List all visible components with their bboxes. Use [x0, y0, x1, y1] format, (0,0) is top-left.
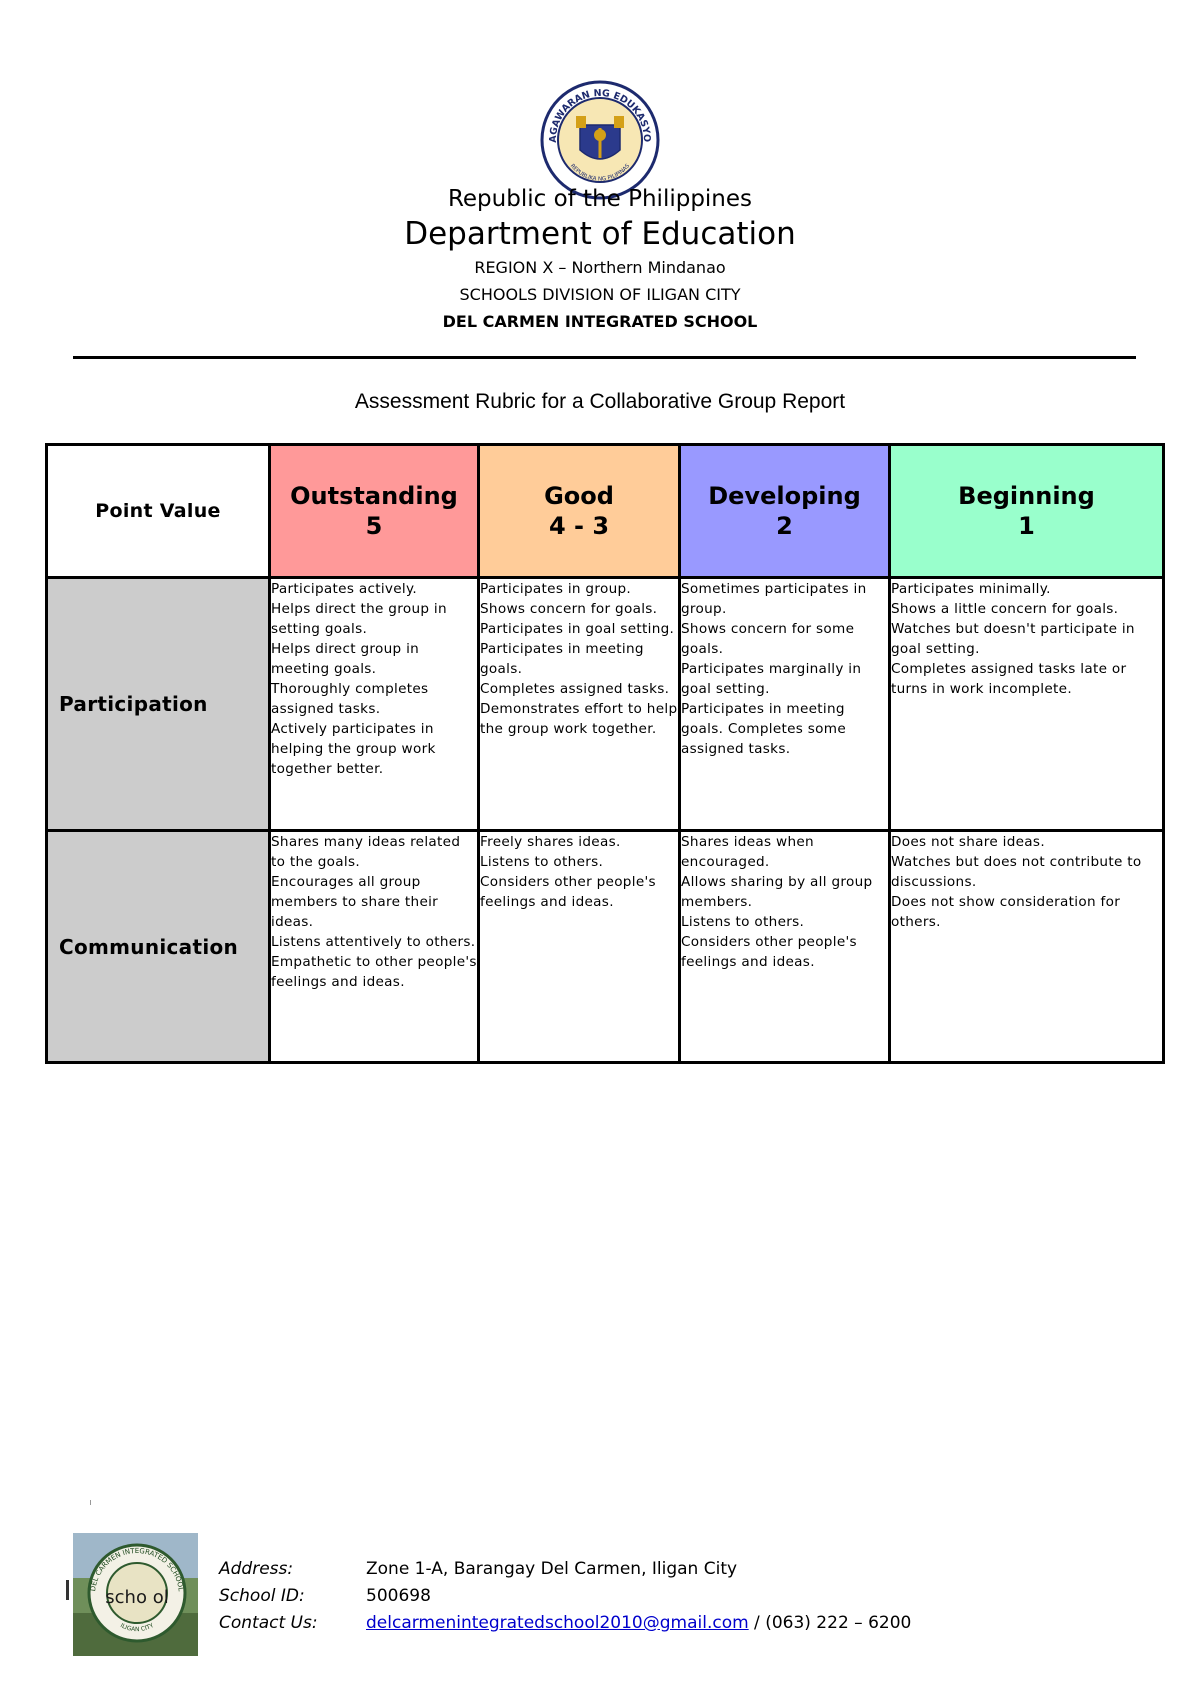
- descriptor-cell: Shares ideas when encouraged. Allows sha…: [678, 829, 891, 1064]
- level-name: Good: [544, 482, 614, 510]
- footer-mark: [66, 1580, 69, 1600]
- descriptor-line: Watches but doesn't participate in goal …: [891, 621, 1135, 657]
- level-developing-header: Developing 2: [678, 443, 891, 579]
- descriptor-line: Completes assigned tasks late or turns i…: [891, 661, 1127, 697]
- descriptor-line: Sometimes participates in group.: [681, 581, 867, 617]
- header-divider: [73, 356, 1136, 359]
- descriptor-line: Empathetic to other people's feelings an…: [271, 954, 477, 990]
- descriptor-cell: Does not share ideas. Watches but does n…: [888, 829, 1165, 1064]
- contact-email-link[interactable]: delcarmenintegratedschool2010@gmail.com: [366, 1613, 749, 1633]
- descriptor-line: Actively participates in helping the gro…: [271, 721, 436, 777]
- descriptor-line: Helps direct the group in setting goals.: [271, 601, 447, 637]
- division-line: SCHOOLS DIVISION OF ILIGAN CITY: [459, 285, 741, 304]
- descriptor-line: Shows concern for some goals.: [681, 621, 855, 657]
- descriptor-line: Participates in meeting goals.: [480, 641, 644, 677]
- descriptor-line: Shows a little concern for goals.: [891, 601, 1119, 617]
- criterion-communication: Communication: [45, 829, 271, 1064]
- level-good-header: Good 4 - 3: [477, 443, 681, 579]
- criterion-participation: Participation: [45, 576, 271, 832]
- rubric-header-row: Point Value Outstanding 5 Good 4 - 3 Dev…: [45, 443, 1165, 579]
- page-mark: [90, 1500, 91, 1505]
- descriptor-line: Helps direct group in meeting goals.: [271, 641, 420, 677]
- address-label: Address:: [219, 1559, 294, 1579]
- descriptor-cell: Sometimes participates in group. Shows c…: [678, 576, 891, 832]
- level-points: 4 - 3: [548, 512, 610, 540]
- descriptor-cell: Participates minimally. Shows a little c…: [888, 576, 1165, 832]
- descriptor-line: Watches but does not contribute to discu…: [891, 854, 1142, 890]
- descriptor-line: Participates in group.: [480, 581, 632, 597]
- level-points: 1: [1018, 512, 1035, 540]
- level-outstanding-header: Outstanding 5: [268, 443, 480, 579]
- level-name: Beginning: [958, 482, 1095, 510]
- logo-text: scho ol: [105, 1587, 168, 1608]
- descriptor-line: Does not show consideration for others.: [891, 894, 1121, 930]
- level-points: 5: [365, 512, 383, 540]
- svg-text:ILIGAN CITY: ILIGAN CITY: [119, 1622, 155, 1633]
- school-id-label: School ID:: [219, 1586, 305, 1606]
- descriptor-cell: Participates actively. Helps direct the …: [268, 576, 480, 832]
- descriptor-line: Completes assigned tasks.: [480, 681, 670, 697]
- descriptor-line: Freely shares ideas.: [480, 834, 621, 850]
- descriptor-cell: Shares many ideas related to the goals. …: [268, 829, 480, 1064]
- school-name: DEL CARMEN INTEGRATED SCHOOL: [442, 312, 758, 331]
- descriptor-line: Shows concern for goals. Participates in…: [480, 601, 675, 637]
- level-beginning-header: Beginning 1: [888, 443, 1165, 579]
- descriptor-line: Participates actively.: [271, 581, 418, 597]
- contact-label: Contact Us:: [219, 1613, 318, 1633]
- descriptor-line: Listens to others.: [681, 914, 805, 930]
- descriptor-line: Participates minimally.: [891, 581, 1051, 597]
- descriptor-line: Demonstrates effort to help the group wo…: [480, 701, 678, 737]
- deped-seal: KAGAWARAN NG EDUKASYON REPUBLIKA NG PILI…: [536, 72, 660, 200]
- level-name: Outstanding: [290, 482, 458, 510]
- descriptor-cell: Freely shares ideas. Listens to others. …: [477, 829, 681, 1064]
- school-id-value: 500698: [366, 1586, 431, 1606]
- logo-ring-bottom: ILIGAN CITY: [119, 1622, 155, 1633]
- contact-phone: / (063) 222 – 6200: [748, 1613, 912, 1633]
- descriptor-line: Allows sharing by all group members.: [681, 874, 873, 910]
- republic-line: Republic of the Philippines: [447, 186, 753, 212]
- region-line: REGION X – Northern Mindanao: [474, 258, 726, 277]
- point-value-header: Point Value: [45, 443, 271, 579]
- department-title: Department of Education: [404, 216, 796, 252]
- descriptor-line: Shares ideas when encouraged.: [681, 834, 814, 870]
- address-value: Zone 1-A, Barangay Del Carmen, Iligan Ci…: [366, 1559, 738, 1579]
- descriptor-line: Does not share ideas.: [891, 834, 1045, 850]
- contact-value: delcarmenintegratedschool2010@gmail.com …: [366, 1613, 911, 1633]
- level-name: Developing: [708, 482, 861, 510]
- level-points: 2: [776, 512, 793, 540]
- descriptor-cell: Participates in group. Shows concern for…: [477, 576, 681, 832]
- descriptor-line: Encourages all group members to share th…: [271, 874, 439, 930]
- rubric-table: Point Value Outstanding 5 Good 4 - 3 Dev…: [45, 443, 1165, 1064]
- school-logo: DEL CARMEN INTEGRATED SCHOOL ILIGAN CITY…: [73, 1533, 198, 1656]
- document-title: Assessment Rubric for a Collaborative Gr…: [354, 390, 846, 413]
- descriptor-line: Participates in meeting goals. Completes…: [681, 701, 846, 757]
- descriptor-line: Participates marginally in goal setting.: [681, 661, 862, 697]
- descriptor-line: Shares many ideas related to the goals.: [271, 834, 461, 870]
- descriptor-line: Considers other people's feelings and id…: [480, 874, 656, 910]
- descriptor-line: Listens attentively to others.: [271, 934, 476, 950]
- descriptor-line: Listens to others.: [480, 854, 604, 870]
- rubric-row-communication: Communication Shares many ideas related …: [45, 829, 1165, 1064]
- descriptor-line: Considers other people's feelings and id…: [681, 934, 857, 970]
- descriptor-line: Thoroughly completes assigned tasks.: [271, 681, 429, 717]
- rubric-row-participation: Participation Participates actively. Hel…: [45, 576, 1165, 832]
